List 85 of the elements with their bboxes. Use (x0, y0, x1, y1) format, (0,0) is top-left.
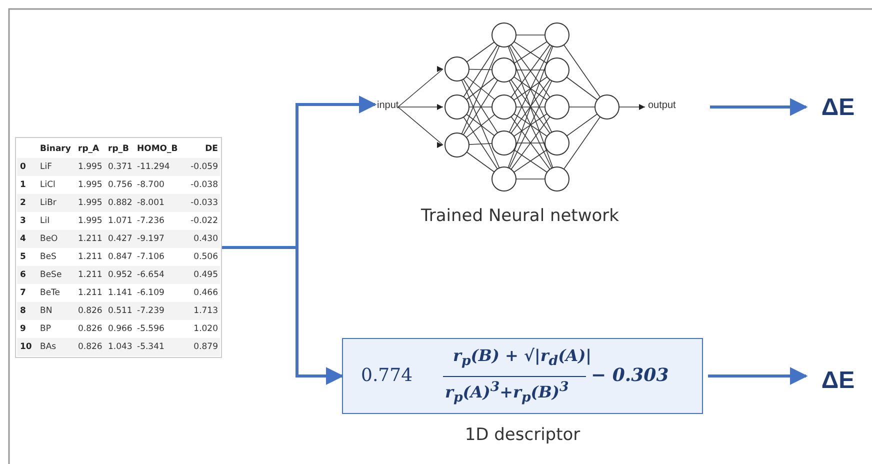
table-cell-text: -7.239 (137, 305, 166, 318)
table-cell-text: 10 (20, 341, 33, 354)
table-cell-text: 0.952 (108, 269, 134, 282)
table-cell-text: 1.043 (108, 341, 134, 354)
table-cell-text: 0.495 (192, 269, 218, 282)
table-cell-text: rp_B (108, 143, 130, 156)
table-cell-text: 0.756 (108, 179, 134, 192)
table-cell-text: Binary (40, 143, 72, 156)
table-cell-text: 0.847 (108, 251, 134, 264)
table-cell-text: 1.995 (78, 179, 104, 192)
node-label: Trained Neural network (420, 206, 620, 226)
table-cell-text: -5.596 (137, 323, 166, 336)
table-cell-text: 1.995 (78, 161, 104, 174)
table-cell-text: 0.430 (192, 233, 218, 246)
table-cell-text: -11.294 (137, 161, 171, 174)
formula-term: 0.774 (361, 365, 413, 386)
table-cell-text: 0.966 (108, 323, 134, 336)
table-cell-text: -0.022 (190, 215, 218, 228)
result-label: ΔE (820, 93, 856, 123)
table-cell-text: 6 (20, 269, 27, 282)
table-cell-text: BeO (40, 233, 59, 246)
table-cell-text: 7 (20, 287, 27, 300)
result-label: ΔE (820, 366, 856, 396)
formula-box (342, 338, 703, 414)
formula-term: r$_{p}$(A)$^{3}$+r$_{p}$(B)$^{3}$ (445, 379, 569, 406)
table-cell-text: -8.700 (137, 179, 166, 192)
arrow (710, 98, 808, 116)
table-cell-text: -5.341 (137, 341, 166, 354)
table-cell-text: 0.371 (108, 161, 134, 174)
node-label: 1D descriptor (464, 425, 582, 445)
network-label: input (377, 100, 399, 111)
table-cell-text: 0 (20, 161, 27, 174)
table-cell-text: rp_A (78, 143, 100, 156)
table-cell-text: 0.506 (192, 251, 218, 264)
table-cell-text: DE (204, 143, 218, 156)
table-cell-text: BN (40, 305, 54, 318)
formula-term: − 0.303 (591, 365, 669, 386)
table-cell-text: 1.020 (192, 323, 218, 336)
arrow (708, 367, 808, 385)
table-cell-text: BeS (40, 251, 58, 264)
table-cell-text: 1.211 (78, 269, 104, 282)
table-cell-text: -9.197 (137, 233, 166, 246)
data-table (15, 137, 222, 358)
table-cell-text: -6.109 (137, 287, 166, 300)
table-cell-text: BAs (40, 341, 58, 354)
table-cell-text: -7.106 (137, 251, 166, 264)
table-cell-text: 1.211 (78, 233, 104, 246)
table-cell-text: 0.879 (192, 341, 218, 354)
table-cell-text: 0.427 (108, 233, 134, 246)
table-cell-text: 0.826 (78, 323, 104, 336)
table-cell-text: 0.882 (108, 197, 134, 210)
table-cell-text: HOMO_B (137, 143, 177, 156)
table-cell-text: -0.059 (190, 161, 218, 174)
table-cell-text: 4 (20, 233, 27, 246)
table-cell-text: 1.141 (108, 287, 134, 300)
table-cell-text: BeSe (40, 269, 63, 282)
table-cell-text: 1 (20, 179, 27, 192)
table-cell-text: 1.995 (78, 215, 104, 228)
table-cell-text: 1.211 (78, 251, 104, 264)
table-cell-text: 0.511 (108, 305, 134, 318)
table-cell-text: 3 (20, 215, 27, 228)
table-cell-text: 1.211 (78, 287, 104, 300)
table-cell-text: -0.038 (190, 179, 218, 192)
table-cell-text: 5 (20, 251, 27, 264)
table-cell-text: -8.001 (137, 197, 166, 210)
table-cell-text: BP (40, 323, 52, 336)
table-cell-text: 9 (20, 323, 27, 336)
table-cell-text: 0.466 (192, 287, 218, 300)
network-label: output (648, 100, 676, 111)
table-cell-text: LiF (40, 161, 53, 174)
table-cell-text: 0.826 (78, 305, 104, 318)
table-cell-text: 1.071 (108, 215, 134, 228)
table-cell-text: 0.826 (78, 341, 104, 354)
formula-term: r$_{p}$(B) + √|r$_{d}$(A)| (453, 346, 592, 370)
table-cell-text: BeTe (40, 287, 62, 300)
table-cell-text: 2 (20, 197, 27, 210)
table-cell-text: -7.236 (137, 215, 166, 228)
table-cell-text: LiCl (40, 179, 56, 192)
table-cell-text: 8 (20, 305, 27, 318)
table-cell-text: LiI (40, 215, 51, 228)
table-cell-text: LiBr (40, 197, 58, 210)
table-cell-text: -6.654 (137, 269, 166, 282)
table-cell-text: 1.995 (78, 197, 104, 210)
table-cell-text: 1.713 (192, 305, 218, 318)
table-cell-text: -0.033 (190, 197, 218, 210)
